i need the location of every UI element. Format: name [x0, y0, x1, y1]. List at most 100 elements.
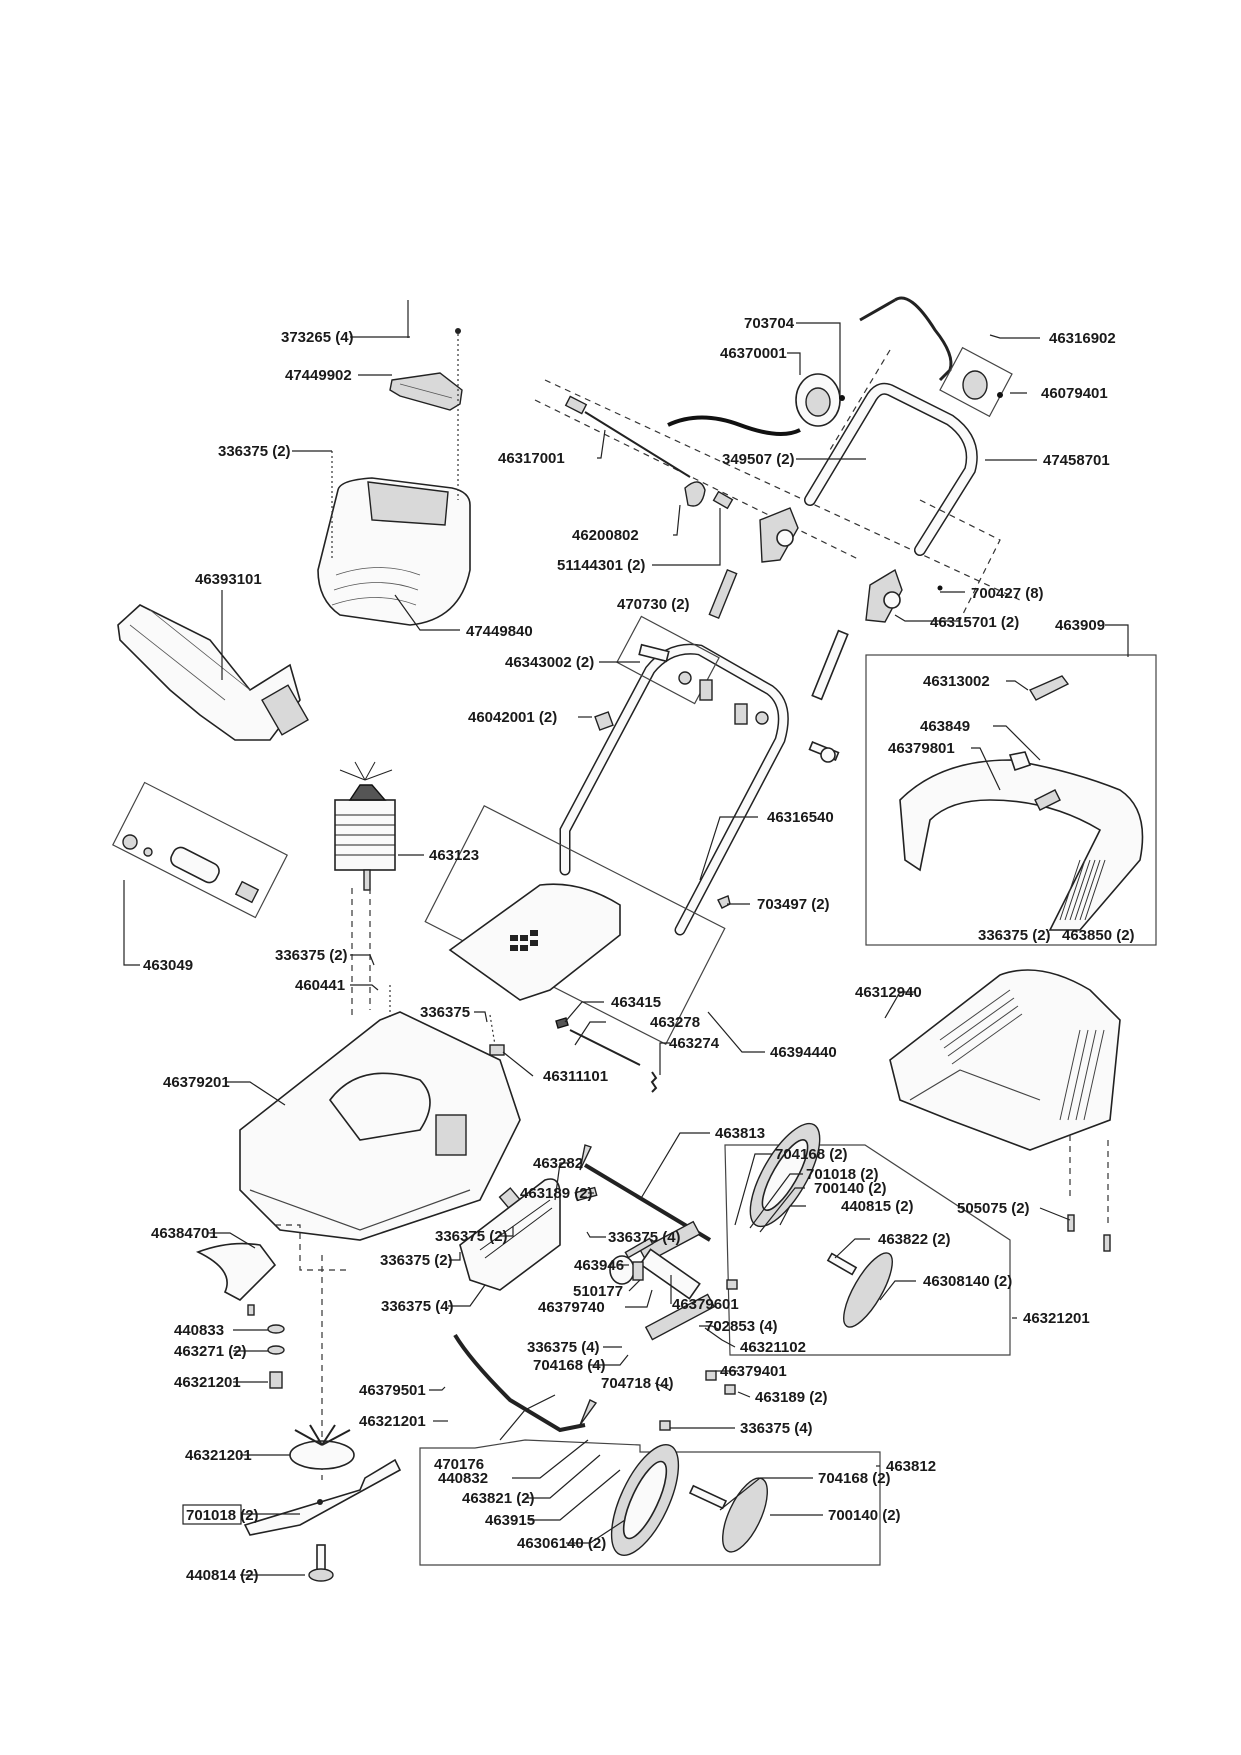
part-label: 463813	[715, 1125, 765, 1142]
bolt-set-part	[616, 615, 840, 763]
part-label: 463946	[574, 1257, 624, 1274]
part-label: 440814 (2)	[186, 1567, 259, 1584]
switch-part	[939, 346, 1013, 418]
part-label: 704168 (2)	[818, 1470, 891, 1487]
part-label: 46379801	[888, 740, 955, 757]
part-label: 46370001	[720, 345, 787, 362]
leader-lines	[123, 322, 1129, 1576]
capacitor-part	[122, 834, 260, 904]
part-label: 704718 (4)	[601, 1375, 674, 1392]
grassbox-flap-part	[1008, 751, 1032, 772]
part-label: 440833	[174, 1322, 224, 1339]
part-label: 46306140 (2)	[517, 1535, 606, 1552]
part-label: 336375 (2)	[978, 927, 1051, 944]
part-label: 46379601	[672, 1296, 739, 1313]
part-label: 46311101	[543, 1068, 608, 1085]
part-label: 704168 (2)	[775, 1146, 848, 1163]
part-label: 336375 (2)	[275, 947, 348, 964]
handle-clamp-part	[759, 507, 903, 623]
part-label: 46308140 (2)	[923, 1273, 1012, 1290]
part-label: 703704	[744, 315, 795, 332]
upper-handle-part	[804, 382, 978, 556]
blade-part	[243, 1458, 402, 1536]
part-label: 46379401	[720, 1363, 787, 1380]
part-label: 463812	[886, 1458, 936, 1475]
screw-703497-part	[717, 895, 731, 909]
part-label: 46321201	[359, 1413, 426, 1430]
part-label: 46321201	[185, 1447, 252, 1464]
part-label: 336375 (4)	[527, 1339, 600, 1356]
grassbox-handle-part	[389, 300, 463, 411]
grassbox-handle-grip-part	[1028, 675, 1070, 701]
part-label: 46343002 (2)	[505, 654, 594, 671]
motor-part	[334, 761, 396, 891]
part-label: 463822 (2)	[878, 1231, 951, 1248]
mower-deck-part	[239, 1011, 521, 1241]
part-label: 463274	[669, 1035, 720, 1052]
rear-wheel-part	[749, 1122, 821, 1228]
part-label: 463278	[650, 1014, 700, 1031]
front-wheel-part	[610, 1443, 680, 1557]
part-label: 510177	[573, 1283, 623, 1300]
cable-part	[564, 395, 734, 510]
cable-clip-part	[594, 711, 614, 731]
part-label: 46316540	[767, 809, 834, 826]
part-label: 703497 (2)	[757, 896, 830, 913]
part-label: 336375 (4)	[740, 1420, 813, 1437]
fan-pin-part	[624, 1237, 654, 1259]
washers-part	[247, 1304, 285, 1389]
part-label: 46379740	[538, 1299, 605, 1316]
part-label: 46312940	[855, 984, 922, 1001]
part-label: 46379501	[359, 1382, 426, 1399]
part-label: 46394440	[770, 1044, 837, 1061]
part-label: 701018 (2)	[806, 1166, 879, 1183]
mulch-insert-part	[195, 1242, 277, 1301]
part-label: 463189 (2)	[520, 1185, 593, 1202]
grassbox-frame-part	[899, 759, 1144, 931]
blade-bolt-part	[308, 1544, 334, 1582]
part-label: 463849	[920, 718, 970, 735]
part-label: 47449840	[466, 623, 533, 640]
part-label: 46321102	[740, 1339, 806, 1356]
part-label: 463915	[485, 1512, 535, 1529]
part-labels: 373265 (4) 47449902 336375 (2) 46393101 …	[143, 315, 1135, 1584]
part-label: 373265 (4)	[281, 329, 354, 346]
quick-release-lever-part	[708, 568, 849, 701]
switch-box-part	[667, 373, 845, 436]
front-axle-part	[453, 1333, 598, 1433]
part-label: 336375 (2)	[380, 1252, 453, 1269]
part-label: 463415	[611, 994, 661, 1011]
part-label: 51144301 (2)	[557, 557, 645, 574]
part-label: 46384701	[151, 1225, 218, 1242]
part-label: 463850 (2)	[1062, 927, 1135, 944]
part-label: 46315701 (2)	[930, 614, 1019, 631]
part-label: 470176	[434, 1456, 484, 1473]
part-label: 336375 (2)	[435, 1228, 508, 1245]
height-adjust-part	[609, 1220, 716, 1341]
part-label: 47458701	[1043, 452, 1110, 469]
part-label: 440832	[438, 1470, 488, 1487]
part-label: 46042001 (2)	[468, 709, 557, 726]
part-label: 46316902	[1049, 330, 1116, 347]
bracket-part	[117, 604, 309, 741]
part-label: 336375 (4)	[608, 1229, 681, 1246]
part-label: 46200802	[572, 527, 639, 544]
part-label: 704168 (4)	[533, 1357, 606, 1374]
rear-flap-part	[459, 1178, 561, 1291]
grassbox-frame-group	[865, 654, 1157, 946]
part-label: 470730 (2)	[617, 596, 690, 613]
part-label: 700140 (2)	[814, 1180, 887, 1197]
part-label: 463282	[533, 1155, 583, 1172]
part-label: 463821 (2)	[462, 1490, 535, 1507]
part-label: 463123	[429, 847, 479, 864]
part-label: 46379201	[163, 1074, 230, 1091]
part-label: 702853 (4)	[705, 1318, 778, 1335]
cover-part	[448, 883, 621, 1001]
cable-holder-part	[489, 1044, 505, 1056]
part-label: 46317001	[498, 450, 565, 467]
part-label: 463271 (2)	[174, 1343, 247, 1360]
part-label: 505075 (2)	[957, 1200, 1030, 1217]
part-label: 349507 (2)	[722, 451, 795, 468]
part-label: 47449902	[285, 367, 352, 384]
bushings-46321201-part	[659, 1279, 738, 1431]
